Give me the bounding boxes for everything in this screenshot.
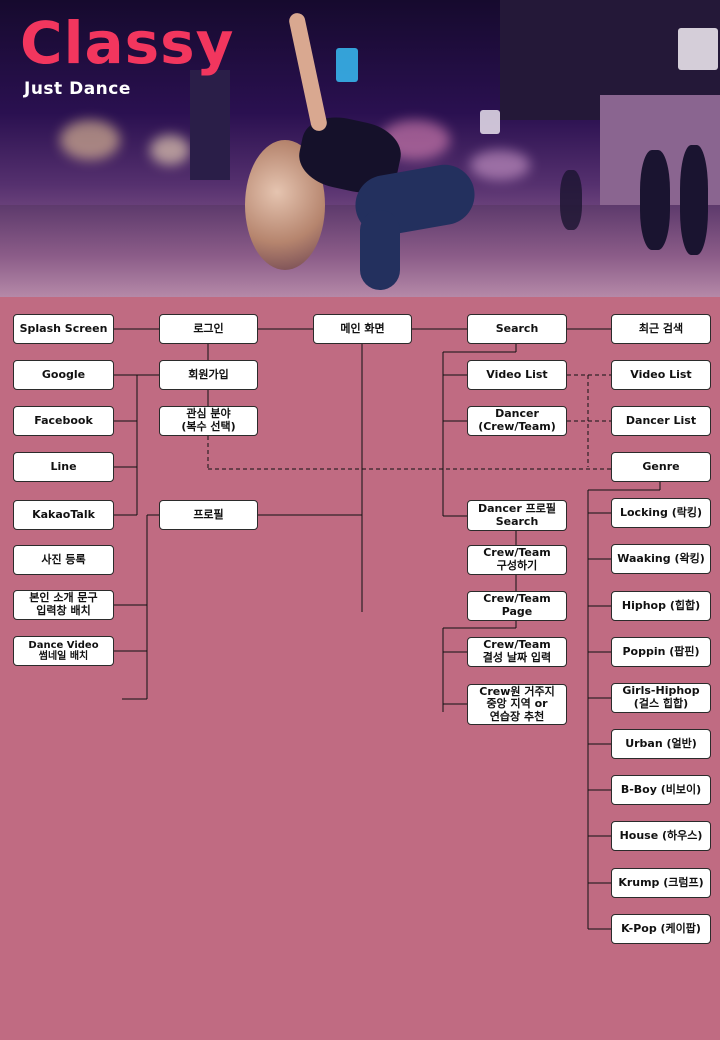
street-sign <box>678 28 718 70</box>
node-recent-search[interactable]: 최근 검색 <box>611 314 711 344</box>
node-facebook[interactable]: Facebook <box>13 406 114 436</box>
node-genre-urban[interactable]: Urban (얼반) <box>611 729 711 759</box>
city-light <box>60 120 120 160</box>
node-genre-krump[interactable]: Krump (크럼프) <box>611 868 711 898</box>
node-genre-house[interactable]: House (하우스) <box>611 821 711 851</box>
app-title: Classy <box>20 9 235 77</box>
node-crew-page[interactable]: Crew/Team Page <box>467 591 567 621</box>
node-crew-date[interactable]: Crew/Team 결성 날짜 입력 <box>467 637 567 667</box>
node-splash-screen[interactable]: Splash Screen <box>13 314 114 344</box>
node-dancer-list[interactable]: Dancer List <box>611 406 711 436</box>
city-light <box>150 135 190 165</box>
pedestrian <box>640 150 670 250</box>
node-genre-waaking[interactable]: Waaking (왁킹) <box>611 544 711 574</box>
neon-sign <box>336 48 358 82</box>
node-profile[interactable]: 프로필 <box>159 500 258 530</box>
dancer-figure <box>287 11 329 133</box>
node-genre-hiphop[interactable]: Hiphop (힙합) <box>611 591 711 621</box>
node-signup[interactable]: 회원가입 <box>159 360 258 390</box>
node-genre[interactable]: Genre <box>611 452 711 482</box>
street-sign <box>480 110 500 134</box>
app-subtitle: Just Dance <box>24 79 131 99</box>
node-line[interactable]: Line <box>13 452 114 482</box>
building <box>190 70 230 180</box>
node-genre-locking[interactable]: Locking (락킹) <box>611 498 711 528</box>
node-kakaotalk[interactable]: KakaoTalk <box>13 500 114 530</box>
node-crew-build[interactable]: Crew/Team 구성하기 <box>467 545 567 575</box>
node-interest[interactable]: 관심 분야 (복수 선택) <box>159 406 258 436</box>
node-search[interactable]: Search <box>467 314 567 344</box>
hero-photo: Classy Just Dance <box>0 0 720 297</box>
node-google[interactable]: Google <box>13 360 114 390</box>
node-dance-video[interactable]: Dance Video 썸네일 배치 <box>13 636 114 666</box>
node-video-list-2[interactable]: Video List <box>611 360 711 390</box>
node-photo-upload[interactable]: 사진 등록 <box>13 545 114 575</box>
node-genre-girls-hiphop[interactable]: Girls-Hiphop (걸스 힙합) <box>611 683 711 713</box>
node-intro-text[interactable]: 본인 소개 문구 입력창 배치 <box>13 590 114 620</box>
node-video-list[interactable]: Video List <box>467 360 567 390</box>
dancer-figure <box>360 210 400 290</box>
node-dancer-profile-search[interactable]: Dancer 프로필 Search <box>467 500 567 531</box>
node-crew-region[interactable]: Crew원 거주지 중앙 지역 or 연습장 추천 <box>467 684 567 725</box>
pedestrian <box>560 170 582 230</box>
city-light <box>470 150 530 180</box>
node-main-screen[interactable]: 메인 화면 <box>313 314 412 344</box>
node-dancer[interactable]: Dancer (Crew/Team) <box>467 406 567 436</box>
node-genre-bboy[interactable]: B-Boy (비보이) <box>611 775 711 805</box>
pedestrian <box>680 145 708 255</box>
node-login[interactable]: 로그인 <box>159 314 258 344</box>
node-genre-kpop[interactable]: K-Pop (케이팝) <box>611 914 711 944</box>
node-genre-poppin[interactable]: Poppin (팝핀) <box>611 637 711 667</box>
